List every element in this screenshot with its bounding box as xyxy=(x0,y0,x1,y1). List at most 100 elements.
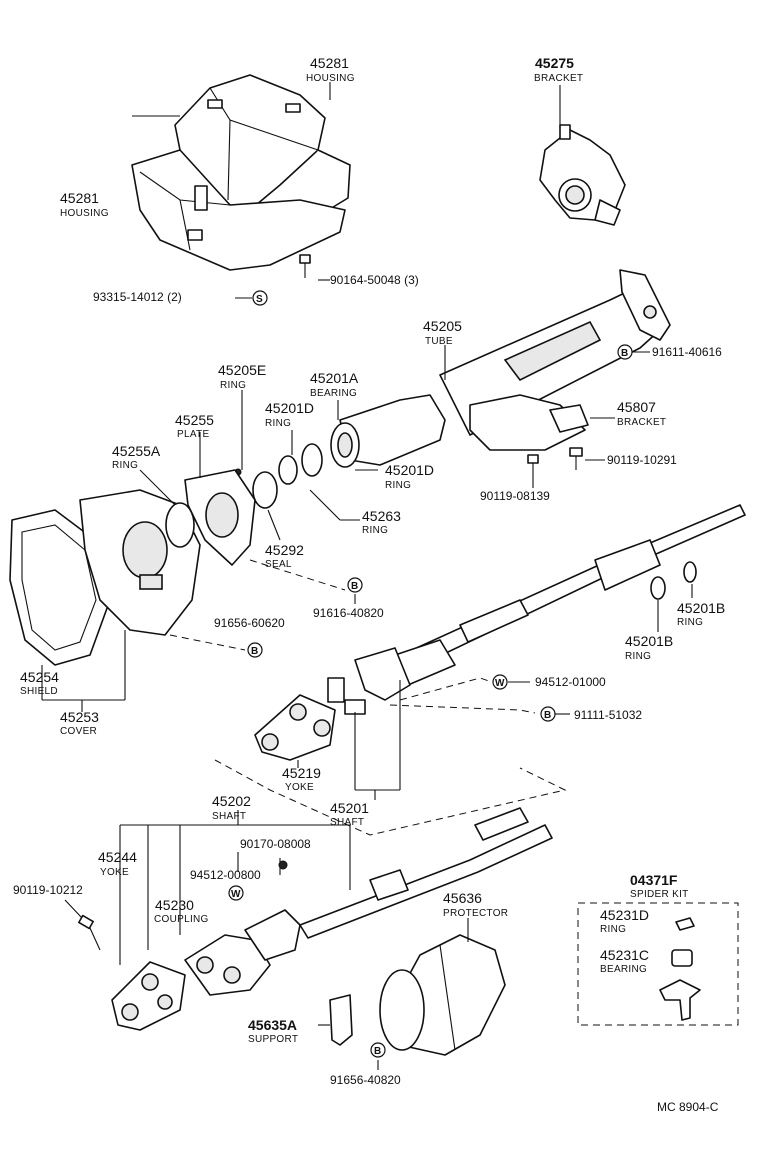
symbol-b-icon: B xyxy=(370,1042,386,1058)
callout-45636-name: PROTECTOR xyxy=(443,908,508,919)
svg-text:B: B xyxy=(544,710,551,721)
plate-45255-drawing xyxy=(184,469,256,566)
callout-45253-name: COVER xyxy=(60,726,97,737)
callout-45201A-number: 45201A xyxy=(310,370,359,386)
intermediate-shaft-drawing xyxy=(299,807,553,939)
callout-45205E-name: RING xyxy=(220,380,246,391)
callout-04371F-number: 04371F xyxy=(630,872,678,888)
callout-45281a-name: HOUSING xyxy=(306,73,355,84)
housing-upper-drawing xyxy=(174,74,351,216)
yoke-45244-drawing xyxy=(111,961,186,1031)
housing-lower-drawing xyxy=(131,149,346,271)
ref-90119c: 90119-10212 xyxy=(13,883,83,897)
callout-45292-name: SEAL xyxy=(265,559,292,570)
bracket-45275-drawing xyxy=(539,124,626,226)
callout-45201Db-number: 45201D xyxy=(385,462,434,478)
callout-45201-name: SHAFT xyxy=(330,817,364,828)
rings-45201B-drawing xyxy=(650,561,697,600)
ref-91111: 91111-51032 xyxy=(574,708,642,722)
callout-45275-name: BRACKET xyxy=(534,73,583,84)
bolt-90164-drawing xyxy=(299,254,311,278)
spider-drawing xyxy=(327,647,411,715)
svg-text:B: B xyxy=(374,1046,381,1057)
callout-45201Db-name: RING xyxy=(385,480,411,491)
callout-45807-name: BRACKET xyxy=(617,417,666,428)
symbol-b-icon: B xyxy=(540,706,570,722)
svg-text:B: B xyxy=(251,646,258,657)
spider-kit-parts-drawing xyxy=(659,917,701,1021)
ring-45255A-drawing xyxy=(165,502,195,548)
ref-90164: 90164-50048 (3) xyxy=(330,273,419,287)
callout-45263-name: RING xyxy=(362,525,388,536)
callout-45201Da-number: 45201D xyxy=(265,400,314,416)
callout-45231C-number: 45231C xyxy=(600,947,649,963)
callout-45219-name: YOKE xyxy=(285,782,314,793)
callout-45201Da-name: RING xyxy=(265,418,291,429)
symbol-b-icon: B xyxy=(247,642,263,658)
callout-45205-name: TUBE xyxy=(425,336,453,347)
callout-45231D-number: 45231D xyxy=(600,907,649,923)
callout-45231D-name: RING xyxy=(600,924,626,935)
callout-45202-name: SHAFT xyxy=(212,811,246,822)
callout-45255-number: 45255 xyxy=(175,412,214,428)
ref-91656a: 91656-60620 xyxy=(214,616,285,630)
yoke-45219-drawing xyxy=(254,694,336,761)
rings-45201D-drawing xyxy=(278,443,323,485)
symbol-b-icon: B xyxy=(617,344,633,360)
svg-text:S: S xyxy=(256,294,263,305)
support-45635A-drawing xyxy=(329,994,353,1046)
ref-94512a: 94512-01000 xyxy=(535,675,606,689)
callout-45244-number: 45244 xyxy=(98,849,137,865)
callout-45201Ba-number: 45201B xyxy=(677,600,725,616)
callout-45231C-name: BEARING xyxy=(600,964,647,975)
main-shaft-drawing xyxy=(389,504,746,686)
callout-45202-number: 45202 xyxy=(212,793,251,809)
symbol-s-icon: S xyxy=(235,290,268,306)
callout-45253-number: 45253 xyxy=(60,709,99,725)
callout-45230-name: COUPLING xyxy=(154,914,209,925)
callout-45281b-number: 45281 xyxy=(60,190,99,206)
callout-45255A-number: 45255A xyxy=(112,443,161,459)
bolts-90119-drawing xyxy=(527,447,583,478)
callout-45219-number: 45219 xyxy=(282,765,321,781)
callout-45275-number: 45275 xyxy=(535,55,574,71)
callout-45807-number: 45807 xyxy=(617,399,656,415)
callout-45635A-name: SUPPORT xyxy=(248,1034,298,1045)
callout-45254-name: SHIELD xyxy=(20,686,58,697)
callout-45244-name: YOKE xyxy=(100,867,129,878)
callout-45201Bb-name: RING xyxy=(625,651,651,662)
svg-text:W: W xyxy=(231,889,241,900)
spider-kit-box xyxy=(577,902,739,1026)
coupling-45230-drawing xyxy=(184,909,301,996)
ref-93315: 93315-14012 (2) xyxy=(93,290,182,304)
symbol-b-icon: B xyxy=(347,577,363,593)
bearing-45201A-drawing xyxy=(330,394,446,468)
callout-45255-name: PLATE xyxy=(177,429,209,440)
diagram-code: MC 8904-C xyxy=(657,1100,719,1114)
callout-45255A-name: RING xyxy=(112,460,138,471)
callout-45201Ba-name: RING xyxy=(677,617,703,628)
symbol-w-icon: W xyxy=(492,674,530,690)
ref-91616: 91616-40820 xyxy=(313,606,384,620)
callout-45205E-number: 45205E xyxy=(218,362,266,378)
callout-45636-number: 45636 xyxy=(443,890,482,906)
callout-45205-number: 45205 xyxy=(423,318,462,334)
svg-text:B: B xyxy=(351,581,358,592)
callout-45281a-number: 45281 xyxy=(310,55,349,71)
ref-91611: 91611-40616 xyxy=(652,345,722,359)
bolt-90119-10212-drawing xyxy=(78,914,101,951)
tube-45205-drawing xyxy=(439,269,671,451)
callout-45281b-name: HOUSING xyxy=(60,208,109,219)
callout-45254-number: 45254 xyxy=(20,669,59,685)
ref-90119b: 90119-08139 xyxy=(480,489,550,503)
callout-45201-number: 45201 xyxy=(330,800,369,816)
svg-text:W: W xyxy=(495,678,505,689)
ref-90170: 90170-08008 xyxy=(240,837,311,851)
callout-45635A-number: 45635A xyxy=(248,1017,297,1033)
svg-text:B: B xyxy=(621,348,628,359)
callout-45230-number: 45230 xyxy=(155,897,194,913)
callout-04371F-name: SPIDER KIT xyxy=(630,889,689,900)
ref-91656b: 91656-40820 xyxy=(330,1073,401,1087)
